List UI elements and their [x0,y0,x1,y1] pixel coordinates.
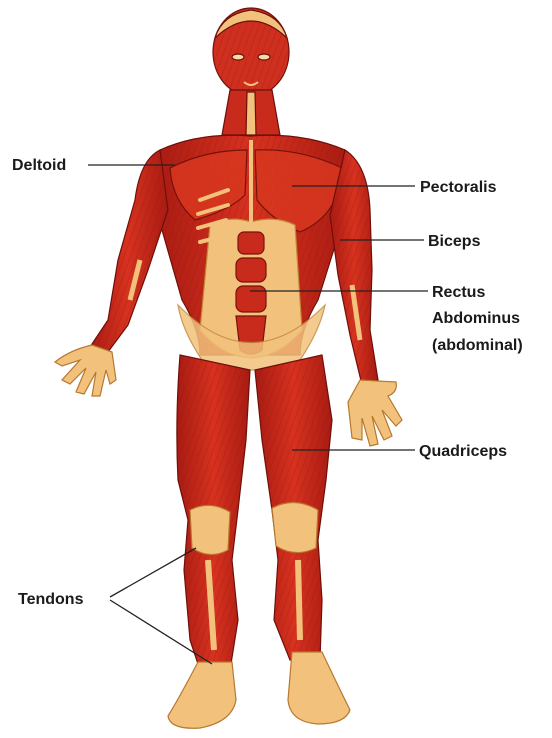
human-muscle-figure [55,8,402,728]
right-leg [255,355,350,724]
label-deltoid: Deltoid [12,157,66,174]
label-tendons: Tendons [18,591,84,608]
left-hand [55,345,116,396]
label-pectoralis: Pectoralis [420,179,497,196]
head [213,8,289,96]
right-arm [330,150,402,446]
label-biceps: Biceps [428,233,481,250]
tendons-leader-upper [110,548,196,597]
right-hand [348,380,402,446]
left-foot [168,662,236,728]
label-rectus-line1: Rectus [432,284,485,301]
label-rectus-line3: (abdominal) [432,337,523,354]
left-arm [55,150,168,396]
right-foot [288,652,350,724]
label-rectus-line2: Abdominus [432,310,520,327]
left-leg [168,355,250,728]
label-quadriceps: Quadriceps [419,443,507,460]
